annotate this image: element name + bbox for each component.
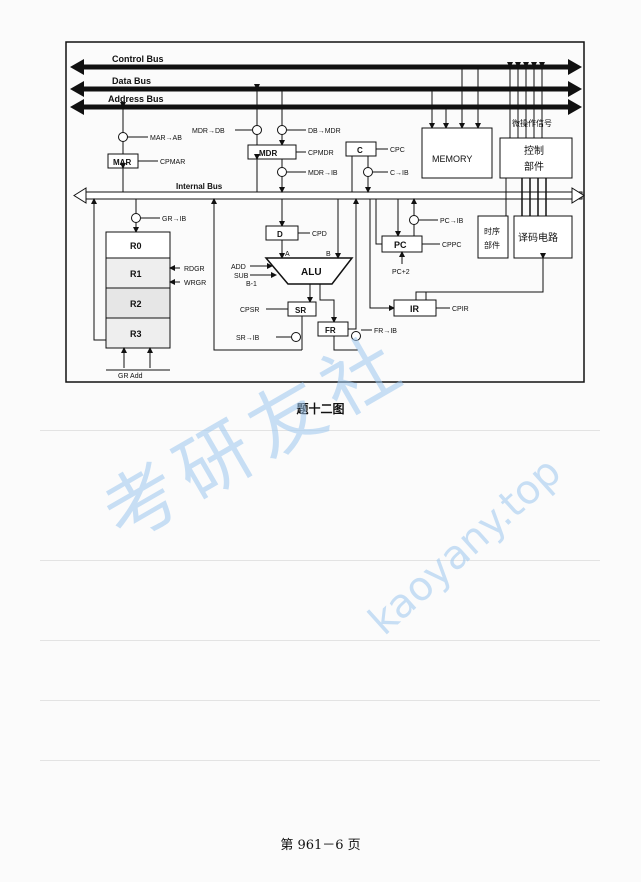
cpsr-signal: CPSR — [240, 307, 259, 314]
fr-label: FR — [325, 326, 336, 335]
decoder-block: 译码电路 — [426, 215, 573, 293]
control-bus: Control Bus — [70, 54, 582, 75]
rdgr-signal: RDGR — [184, 266, 205, 273]
micro-signal-label: 微操作信号 — [512, 118, 552, 128]
pc-register: PC→IB PC CPPC PC+2 — [375, 198, 464, 276]
cpu-datapath-diagram: Control Bus Data Bus Address Bus Interna… — [65, 41, 585, 383]
scan-noise-line — [40, 700, 600, 701]
timing-unit-block: 时序 部件 — [477, 215, 509, 259]
ir-register: IR CPIR — [369, 199, 469, 317]
pc-ib-signal: PC→IB — [440, 218, 464, 225]
data-bus-label: Data Bus — [112, 76, 151, 86]
gr-add-signal: GR Add — [118, 373, 143, 380]
control-bus-label: Control Bus — [112, 54, 164, 64]
control-unit-block: 微操作信号 控制 部件 — [499, 62, 573, 216]
mar-label: MAR — [113, 158, 131, 167]
r1-label: R1 — [130, 269, 142, 279]
scan-noise-line — [40, 430, 600, 431]
pc-label: PC — [394, 240, 407, 250]
gr-ib-signal: GR→IB — [162, 216, 186, 223]
mar-block: MAR→AB MAR CPMAR — [107, 102, 185, 192]
data-bus: Data Bus — [70, 76, 582, 97]
db-mdr-signal: DB→MDR — [308, 128, 341, 135]
watermark-site: kaoyany.top — [360, 448, 571, 645]
alu: A B ALU ADD SUB B-1 — [231, 199, 354, 323]
memory-label: MEMORY — [432, 154, 472, 164]
address-bus-label: Address Bus — [108, 94, 164, 104]
scan-noise-line — [40, 560, 600, 561]
sr-register: SR CPSR SR→IB — [211, 198, 317, 351]
sr-label: SR — [295, 306, 306, 315]
mdr-label: MDR — [259, 149, 277, 158]
c-label: C — [357, 146, 363, 155]
d-label: D — [277, 230, 283, 239]
ir-label: IR — [410, 304, 420, 314]
timing-line2: 部件 — [484, 240, 500, 250]
page-number-footer: 第 961－6 页 — [280, 838, 361, 853]
c-block: C CPC C→IB — [345, 141, 409, 193]
r3-label: R3 — [130, 329, 142, 339]
pc2-signal: PC+2 — [392, 269, 410, 276]
cpir-signal: CPIR — [452, 306, 469, 313]
mdr-block: MDR→DB DB→MDR MDR CPMDR MDR→IB — [192, 84, 341, 193]
r0-label: R0 — [130, 241, 142, 251]
internal-bus-label: Internal Bus — [176, 182, 223, 191]
add-signal: ADD — [231, 264, 246, 271]
cppc-signal: CPPC — [442, 242, 461, 249]
timing-line1: 时序 — [484, 226, 500, 236]
scan-noise-line — [40, 640, 600, 641]
control-unit-line2: 部件 — [524, 160, 544, 173]
alu-input-a: A — [285, 251, 290, 258]
internal-bus: Internal Bus — [73, 182, 585, 204]
d-register: D CPD — [265, 199, 327, 259]
figure-caption: 题十二图 — [296, 402, 345, 416]
cpc-signal: CPC — [390, 147, 405, 154]
b1-signal: B-1 — [246, 281, 257, 288]
diagram-frame — [65, 41, 585, 383]
fr-register: FR FR→IB — [317, 198, 397, 351]
sub-signal: SUB — [234, 273, 249, 280]
mdr-ib-signal: MDR→IB — [308, 170, 338, 177]
mar-ab-signal: MAR→AB — [150, 135, 182, 142]
alu-label: ALU — [301, 267, 322, 278]
wrgr-signal: WRGR — [184, 280, 206, 287]
cpmdr-signal: CPMDR — [308, 150, 334, 157]
mdr-db-signal: MDR→DB — [192, 128, 225, 135]
fr-ib-signal: FR→IB — [374, 328, 397, 335]
memory-block: RD WR MEMORY — [421, 67, 493, 179]
r2-label: R2 — [130, 299, 142, 309]
control-unit-line1: 控制 — [524, 144, 544, 157]
register-file: GR→IB R0 R1 R2 R3 RDGR WRGR GR Add — [91, 198, 206, 380]
sr-ib-signal: SR→IB — [236, 335, 260, 342]
cpmar-signal: CPMAR — [160, 159, 185, 166]
alu-input-b: B — [326, 251, 331, 258]
c-ib-signal: C→IB — [390, 170, 409, 177]
decoder-label: 译码电路 — [518, 231, 558, 244]
cpd-signal: CPD — [312, 231, 327, 238]
scan-noise-line — [40, 760, 600, 761]
address-bus: Address Bus — [70, 94, 582, 115]
